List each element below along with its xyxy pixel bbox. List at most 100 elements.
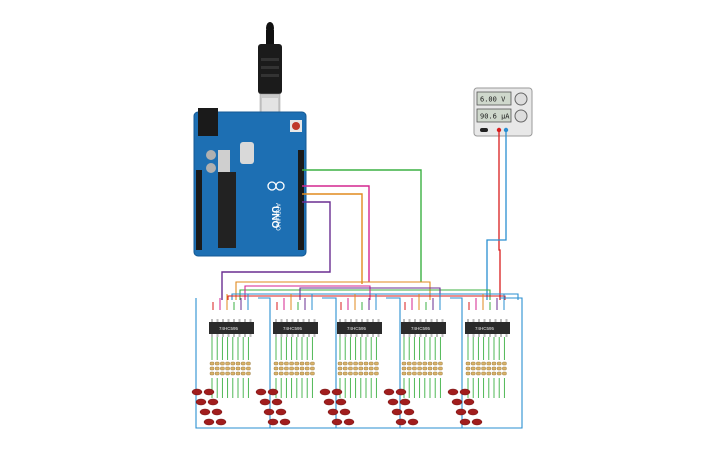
resistor-icon[interactable] [438,361,443,366]
led-icon[interactable] [191,388,203,396]
resistor-icon[interactable] [294,366,299,371]
shift-register-module[interactable]: 74HC595 [383,294,446,426]
voltage-knob-icon[interactable] [514,92,528,106]
chip-icon[interactable] [209,322,254,334]
resistor-icon[interactable] [209,366,215,371]
chip-icon[interactable] [337,322,382,334]
led-icon[interactable] [383,388,395,396]
led-icon[interactable] [259,398,271,406]
arduino-board[interactable]: ARDUINO UNO [193,108,307,257]
led-icon[interactable] [407,418,419,426]
resistor-icon[interactable] [353,366,358,371]
resistor-icon[interactable] [497,366,502,371]
resistor-icon[interactable] [476,361,481,366]
resistor-icon[interactable] [235,361,241,366]
resistor-icon[interactable] [220,366,225,371]
led-icon[interactable] [343,418,355,426]
negative-terminal[interactable] [503,127,509,133]
resistor-icon[interactable] [502,371,507,376]
led-icon[interactable] [459,388,471,396]
resistor-icon[interactable] [214,361,220,366]
resistor-icon[interactable] [476,371,481,376]
resistor-icon[interactable] [363,371,369,376]
resistor-icon[interactable] [225,366,230,371]
resistor-icon[interactable] [284,361,289,366]
resistor-icon[interactable] [343,361,348,366]
resistor-icon[interactable] [240,371,246,376]
resistor-icon[interactable] [299,366,305,371]
resistor-icon[interactable] [343,366,348,371]
resistor-icon[interactable] [369,366,374,371]
resistor-icon[interactable] [337,371,343,376]
led-icon[interactable] [451,398,463,406]
resistor-icon[interactable] [374,361,379,366]
led-icon[interactable] [211,408,223,416]
resistor-icon[interactable] [235,366,241,371]
resistor-icon[interactable] [289,361,294,366]
resistor-icon[interactable] [294,361,299,366]
resistor-icon[interactable] [230,366,236,371]
resistor-icon[interactable] [363,366,369,371]
resistor-icon[interactable] [273,361,279,366]
resistor-icon[interactable] [353,361,358,366]
resistor-icon[interactable] [476,366,481,371]
resistor-icon[interactable] [337,366,343,371]
led-icon[interactable] [323,398,335,406]
led-icon[interactable] [267,388,279,396]
resistor-icon[interactable] [438,366,443,371]
resistor-icon[interactable] [497,371,502,376]
resistor-icon[interactable] [491,371,497,376]
led-icon[interactable] [199,408,211,416]
resistor-icon[interactable] [471,366,476,371]
shift-register-module[interactable]: 74HC595 [191,294,254,426]
resistor-icon[interactable] [343,371,348,376]
resistor-icon[interactable] [220,361,225,366]
resistor-icon[interactable] [284,366,289,371]
resistor-icon[interactable] [230,361,236,366]
led-icon[interactable] [395,388,407,396]
resistor-icon[interactable] [358,366,363,371]
resistor-icon[interactable] [401,371,407,376]
resistor-icon[interactable] [465,366,471,371]
resistor-icon[interactable] [246,371,251,376]
resistor-icon[interactable] [407,366,412,371]
chip-icon[interactable] [401,322,446,334]
resistor-icon[interactable] [438,371,443,376]
resistor-icon[interactable] [348,366,353,371]
led-icon[interactable] [319,388,331,396]
led-icon[interactable] [267,418,279,426]
led-icon[interactable] [331,388,343,396]
resistor-icon[interactable] [369,361,374,366]
resistor-icon[interactable] [422,361,427,366]
shift-register-module[interactable]: 74HC595 [319,294,382,426]
resistor-icon[interactable] [305,361,310,366]
led-icon[interactable] [391,408,403,416]
led-icon[interactable] [195,398,207,406]
resistor-icon[interactable] [465,371,471,376]
power-supply[interactable]: 6.00 V 90.6 µA [473,87,533,137]
led-icon[interactable] [203,418,215,426]
resistor-icon[interactable] [486,361,491,366]
resistor-icon[interactable] [401,361,407,366]
led-icon[interactable] [255,388,267,396]
resistor-icon[interactable] [214,371,220,376]
resistor-icon[interactable] [310,371,315,376]
resistor-icon[interactable] [502,366,507,371]
resistor-icon[interactable] [374,371,379,376]
resistor-icon[interactable] [433,361,438,366]
resistor-icon[interactable] [289,371,294,376]
resistor-icon[interactable] [427,361,433,366]
resistor-icon[interactable] [310,366,315,371]
resistor-icon[interactable] [358,361,363,366]
resistor-icon[interactable] [412,361,417,366]
resistor-icon[interactable] [225,371,230,376]
resistor-icon[interactable] [412,366,417,371]
resistor-icon[interactable] [422,366,427,371]
resistor-icon[interactable] [481,366,486,371]
resistor-icon[interactable] [353,371,358,376]
led-icon[interactable] [263,408,275,416]
resistor-icon[interactable] [209,361,215,366]
resistor-icon[interactable] [417,361,422,366]
led-icon[interactable] [275,408,287,416]
